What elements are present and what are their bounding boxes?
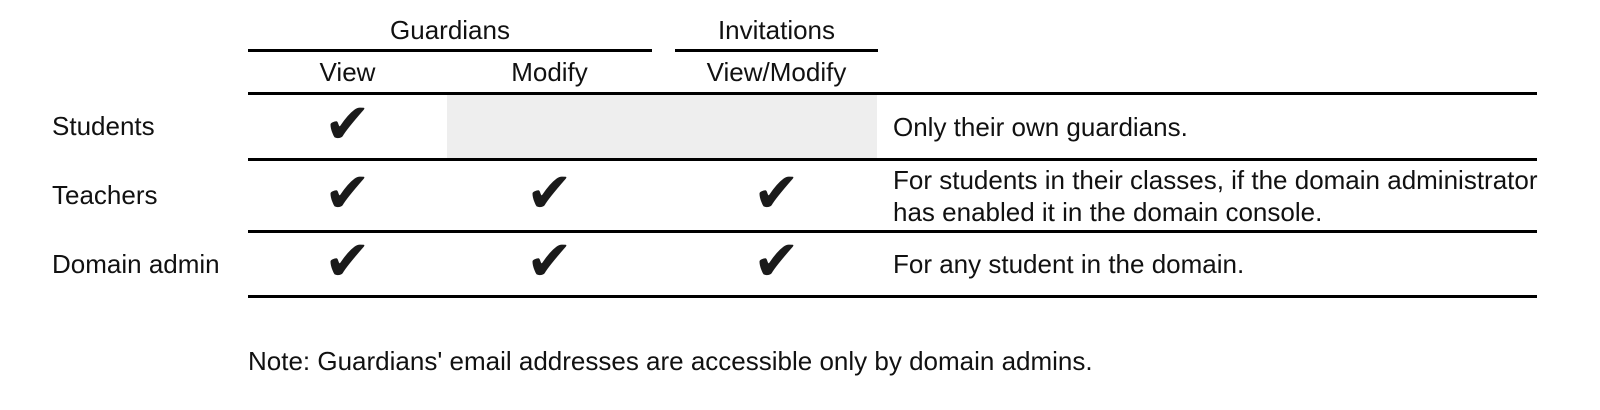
cell-students-guardians-modify	[447, 95, 652, 158]
subheader-modify: Modify	[511, 57, 588, 87]
subheader-view-modify: View/Modify	[706, 57, 847, 87]
row-label-teachers: Teachers	[52, 180, 158, 210]
footnote: Note: Guardians' email addresses are acc…	[248, 346, 1093, 376]
column-group-invitations-label: Invitations	[717, 15, 836, 45]
row-label-domain-admin: Domain admin	[52, 248, 220, 279]
table-row-domain-admin: Domain admin ✔ ✔ ✔ For any student in th…	[0, 233, 1600, 295]
table-bottom-border	[248, 295, 1537, 298]
cell-domain-admin-guardians-modify: ✔	[447, 233, 652, 295]
cell-teachers-invitations: ✔	[675, 161, 878, 230]
check-icon: ✔	[753, 229, 800, 294]
check-icon: ✔	[324, 160, 371, 226]
guardians-underline	[248, 49, 652, 52]
cell-students-invitations	[675, 95, 878, 158]
cell-teachers-guardians-view: ✔	[248, 161, 447, 230]
check-icon: ✔	[526, 229, 573, 294]
cell-domain-admin-guardians-view: ✔	[248, 233, 447, 295]
check-icon: ✔	[324, 91, 371, 157]
note-teachers: For students in their classes, if the do…	[893, 164, 1538, 227]
check-icon: ✔	[526, 160, 573, 226]
table-row-students: Students ✔ Only their own guardians.	[0, 95, 1600, 158]
table-row-teachers: Teachers ✔ ✔ ✔ For students in their cla…	[0, 161, 1600, 230]
note-students: Only their own guardians.	[893, 111, 1188, 142]
invitations-underline	[675, 49, 878, 52]
header-divider	[248, 92, 1537, 95]
cell-teachers-guardians-modify: ✔	[447, 161, 652, 230]
note-domain-admin: For any student in the domain.	[893, 249, 1245, 279]
row-divider	[248, 158, 1537, 161]
cell-students-guardians-view: ✔	[248, 95, 447, 158]
check-icon: ✔	[753, 160, 800, 226]
row-divider	[248, 230, 1537, 233]
subheader-view: View	[319, 57, 376, 87]
column-group-guardians-label: Guardians	[390, 15, 510, 45]
cell-domain-admin-invitations: ✔	[675, 233, 878, 295]
check-icon: ✔	[324, 229, 371, 294]
students-disabled-cells	[447, 95, 877, 158]
row-label-students: Students	[52, 111, 155, 141]
